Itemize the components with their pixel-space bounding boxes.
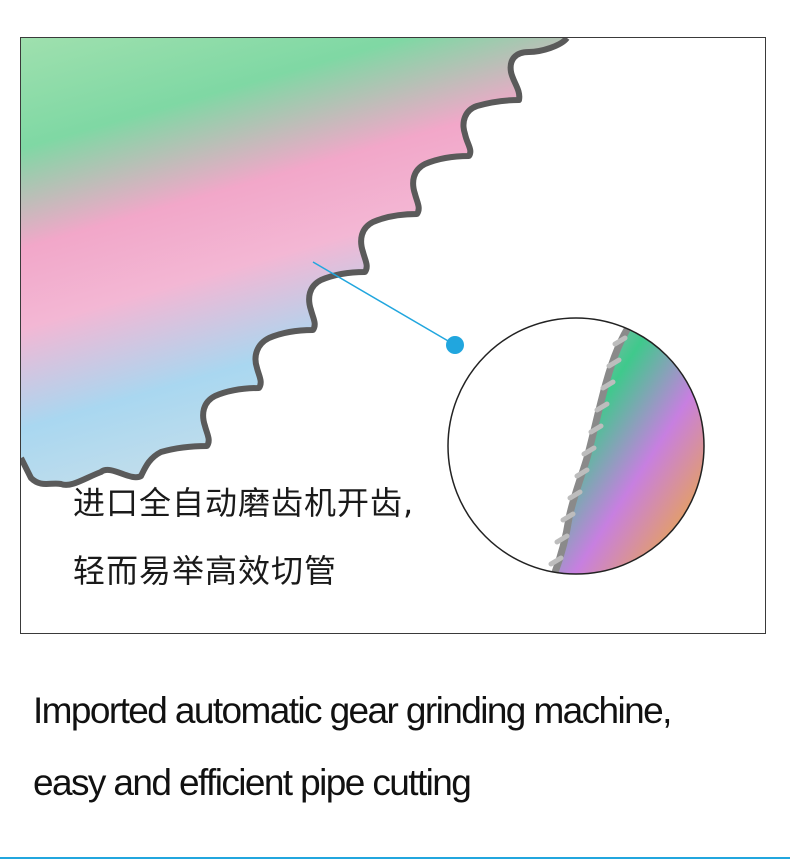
caption-cn-line1: 进口全自动磨齿机开齿, (73, 484, 415, 522)
product-image-frame: 进口全自动磨齿机开齿, 轻而易举高效切管 (20, 37, 766, 634)
caption-en-line1: Imported automatic gear grinding machine… (33, 690, 672, 731)
zoom-magnifier-content (448, 318, 704, 574)
zoom-magnifier-circle-icon (447, 317, 705, 575)
caption-en-line2: easy and efficient pipe cutting (33, 762, 472, 803)
saw-blade-illustration (21, 38, 705, 575)
caption-cn-line2: 轻而易举高效切管 (73, 552, 338, 590)
callout-dot-icon (446, 336, 464, 354)
bottom-divider (0, 857, 790, 859)
callout-line (312, 261, 456, 346)
saw-blade-body (21, 38, 567, 485)
saw-teeth-edge (21, 38, 570, 488)
